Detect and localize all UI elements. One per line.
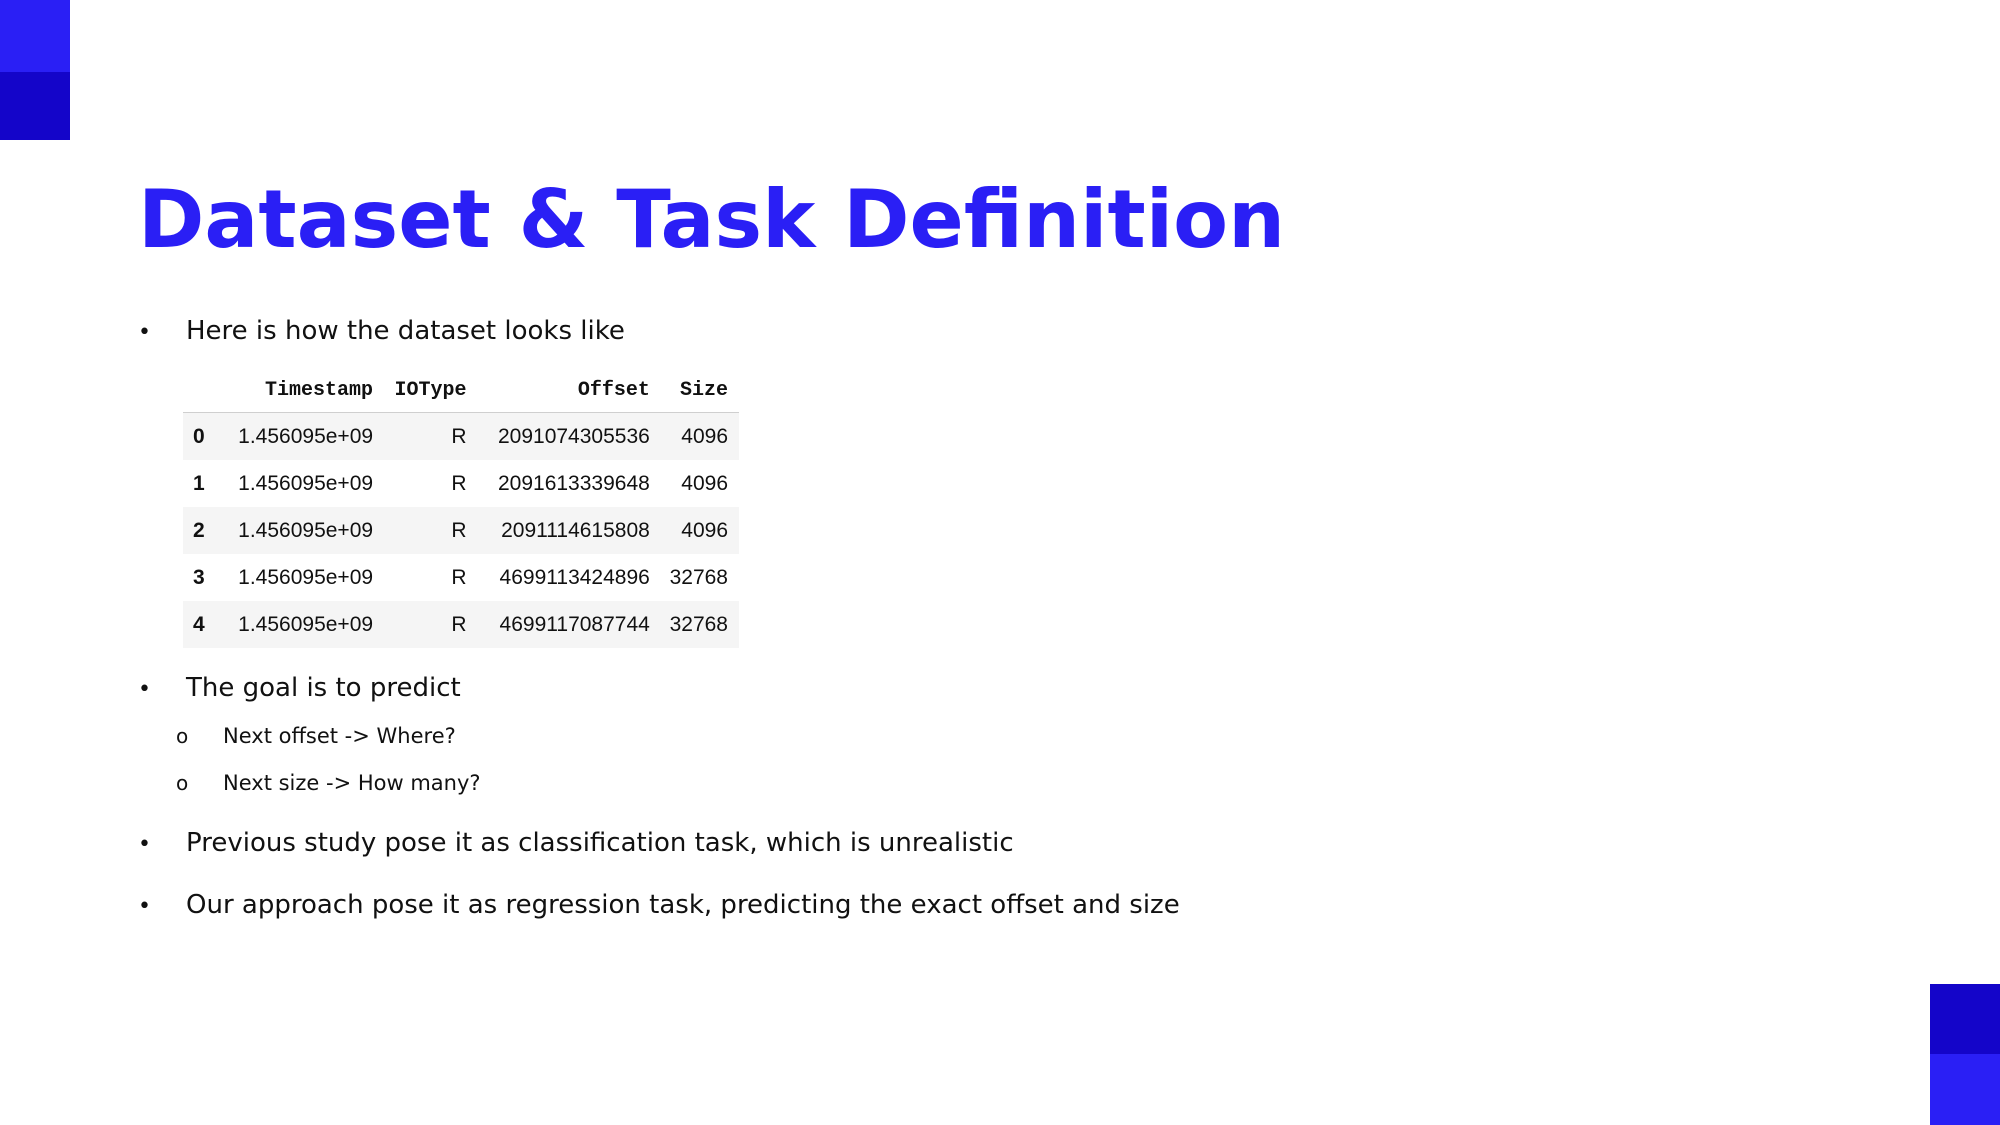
- corner-accent-block-bottom-right-upper: [1930, 984, 2000, 1054]
- sub-bullet-item: o Next offset -> Where?: [176, 722, 456, 750]
- table-cell: 1.456095e+09: [219, 412, 385, 460]
- bullet-text: Here is how the dataset looks like: [186, 316, 625, 346]
- sub-bullet-marker: o: [176, 771, 189, 795]
- corner-accent-block-top-left: [0, 0, 70, 72]
- bullet-item: • The goal is to predict: [138, 671, 461, 707]
- bullet-item: • Previous study pose it as classificatio…: [138, 826, 1014, 862]
- bullet-marker: •: [138, 677, 151, 702]
- table-cell: 2091114615808: [477, 507, 661, 554]
- table-cell: R: [384, 601, 478, 648]
- table-cell: 32768: [660, 601, 739, 648]
- bullet-text: Our approach pose it as regression task,…: [186, 890, 1180, 920]
- table-row: 1 1.456095e+09 R 2091613339648 4096: [183, 460, 739, 507]
- table-cell: 4699117087744: [477, 601, 661, 648]
- corner-accent-block-top-left-lower: [0, 72, 70, 140]
- table-cell: R: [451, 565, 467, 589]
- row-index-cell: 4: [183, 601, 220, 648]
- bullet-marker: •: [138, 832, 151, 857]
- table-header-cell: Size: [660, 368, 739, 413]
- bullet-text: Previous study pose it as classification…: [186, 828, 1014, 858]
- bullet-text: The goal is to predict: [186, 673, 461, 703]
- row-index-cell: 3: [193, 565, 205, 589]
- table-header-cell: IOType: [384, 368, 478, 413]
- table-header-cell: Offset: [477, 368, 661, 413]
- table-header-row: Timestamp IOType Offset Size: [183, 368, 739, 413]
- table-cell: 32768: [669, 565, 728, 589]
- table-cell: 4096: [660, 412, 739, 460]
- bullet-item: • Our approach pose it as regression task…: [138, 888, 1180, 924]
- table-row: 3 1.456095e+09 R 4699113424896 32768: [183, 554, 739, 601]
- table-cell: R: [384, 507, 478, 554]
- table-header-cell: Timestamp: [219, 368, 385, 413]
- table-row: 4 1.456095e+09 R 4699117087744 32768: [183, 601, 739, 648]
- table-cell: 1.456095e+09: [219, 601, 385, 648]
- table-cell: 2091074305536: [477, 412, 661, 460]
- bullet-marker: •: [138, 320, 151, 345]
- table-row: 2 1.456095e+09 R 2091114615808 4096: [183, 507, 739, 554]
- row-index-cell: 2: [183, 507, 220, 554]
- table-cell: 4096: [681, 471, 728, 495]
- dataset-preview-table: Timestamp IOType Offset Size 0 1.456095e…: [183, 368, 739, 648]
- bullet-marker: •: [138, 894, 151, 919]
- bullet-item: • Here is how the dataset looks like: [138, 314, 625, 350]
- table-cell: 1.456095e+09: [219, 507, 385, 554]
- sub-bullet-text: Next size -> How many?: [223, 771, 481, 795]
- table-cell: 1.456095e+09: [238, 471, 374, 495]
- row-index-cell: 1: [193, 471, 205, 495]
- table-cell: 1.456095e+09: [238, 565, 374, 589]
- table-header-cell: [183, 368, 220, 413]
- table-cell: 4096: [660, 507, 739, 554]
- sub-bullet-marker: o: [176, 724, 189, 748]
- table-cell: R: [384, 412, 478, 460]
- table-cell: R: [451, 471, 467, 495]
- table-cell: 4699113424896: [499, 565, 650, 589]
- table-cell: 2091613339648: [497, 471, 650, 495]
- slide-title: Dataset & Task Definition: [138, 173, 1286, 266]
- sub-bullet-item: o Next size -> How many?: [176, 769, 481, 797]
- sub-bullet-text: Next offset -> Where?: [223, 724, 456, 748]
- corner-accent-block-bottom-right: [1930, 1054, 2000, 1125]
- table-row: 0 1.456095e+09 R 2091074305536 4096: [183, 412, 739, 460]
- row-index-cell: 0: [183, 412, 220, 460]
